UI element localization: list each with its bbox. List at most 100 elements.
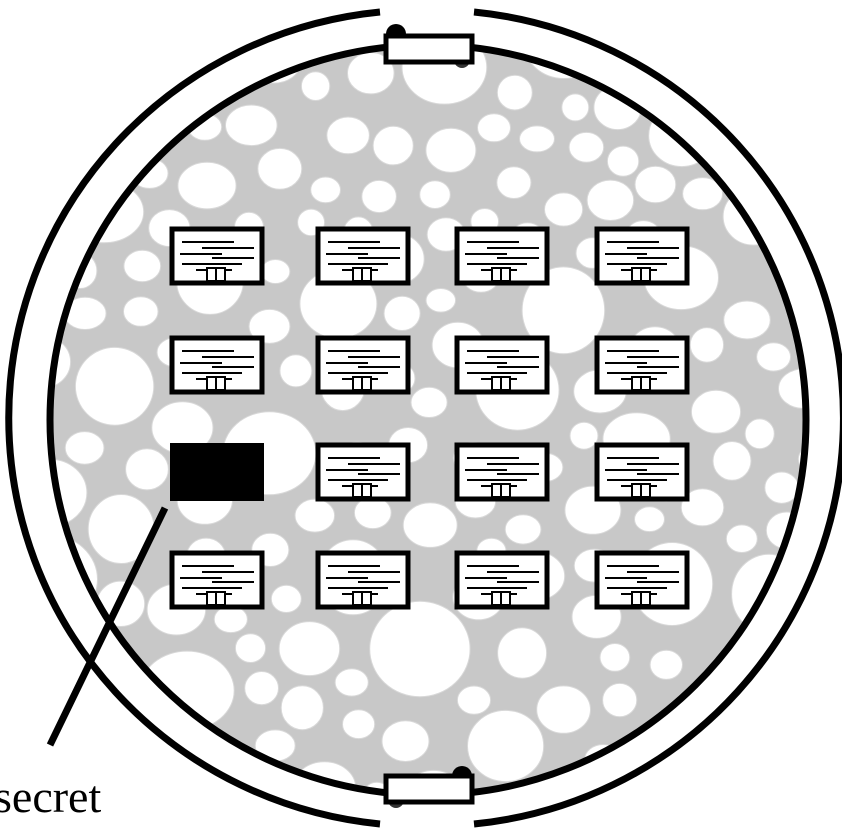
storage-cell bbox=[172, 553, 262, 607]
pebble bbox=[765, 472, 799, 503]
storage-cell bbox=[172, 338, 262, 392]
pebble bbox=[498, 628, 547, 678]
pebble bbox=[426, 289, 456, 313]
pebble bbox=[457, 686, 490, 714]
pebble bbox=[725, 766, 770, 807]
pebble bbox=[281, 686, 323, 730]
pebble bbox=[403, 503, 457, 548]
pebble bbox=[745, 419, 774, 449]
top-connector-plug bbox=[386, 36, 472, 62]
pebble bbox=[168, 793, 217, 832]
top-connector bbox=[386, 24, 472, 68]
pebble bbox=[35, 53, 65, 82]
pebble bbox=[420, 181, 451, 209]
pebble bbox=[757, 343, 791, 371]
storage-cell bbox=[597, 229, 687, 283]
storage-cell bbox=[457, 445, 547, 499]
storage-cell bbox=[597, 445, 687, 499]
pebble bbox=[713, 442, 751, 481]
storage-cell bbox=[457, 338, 547, 392]
pebble bbox=[271, 585, 301, 612]
pebble bbox=[726, 525, 757, 553]
pebble bbox=[650, 805, 682, 831]
pebble bbox=[128, 26, 160, 57]
pebble bbox=[505, 515, 541, 544]
pebble bbox=[801, 488, 832, 517]
pebble bbox=[280, 355, 312, 387]
pebble bbox=[13, 336, 70, 389]
pebble bbox=[724, 301, 771, 339]
storage-cell bbox=[318, 338, 408, 392]
pebble bbox=[311, 177, 341, 203]
pebble bbox=[650, 650, 682, 679]
pebble bbox=[370, 601, 470, 696]
storage-cell bbox=[597, 338, 687, 392]
pebble bbox=[111, 796, 141, 825]
pebble bbox=[497, 167, 531, 199]
pebble bbox=[75, 347, 153, 425]
pebble bbox=[373, 126, 413, 165]
pebble bbox=[594, 803, 635, 832]
pebble bbox=[178, 162, 236, 209]
storage-cell bbox=[318, 229, 408, 283]
pebble bbox=[688, 796, 731, 832]
secret-cell-block bbox=[172, 445, 262, 499]
pebble bbox=[25, 640, 56, 667]
pebble bbox=[570, 422, 598, 449]
pebble bbox=[258, 148, 302, 189]
pebble bbox=[295, 499, 335, 532]
pebble bbox=[691, 390, 740, 433]
pebble bbox=[775, 729, 821, 770]
pebble bbox=[603, 683, 637, 716]
pebble bbox=[587, 180, 634, 220]
secret-cell bbox=[172, 445, 262, 499]
pebble bbox=[235, 634, 265, 663]
pebble bbox=[245, 672, 279, 705]
storage-cell bbox=[597, 553, 687, 607]
pebble bbox=[607, 146, 638, 176]
pebble bbox=[790, 161, 821, 189]
pebble bbox=[362, 180, 397, 212]
pebble bbox=[112, 749, 156, 792]
pebble bbox=[261, 260, 290, 284]
pebble bbox=[124, 297, 159, 327]
pebble bbox=[520, 126, 555, 152]
storage-cell bbox=[457, 553, 547, 607]
pebble bbox=[635, 166, 676, 203]
pebble bbox=[478, 114, 511, 142]
pebble bbox=[468, 710, 544, 781]
pebble bbox=[673, 53, 704, 78]
pebble bbox=[112, 62, 142, 87]
pebble bbox=[89, 726, 120, 749]
pebble bbox=[354, 497, 391, 529]
pebble bbox=[635, 507, 665, 532]
pebble bbox=[792, 24, 837, 65]
storage-cell bbox=[318, 553, 408, 607]
pebble bbox=[327, 117, 370, 154]
pebble bbox=[690, 328, 723, 363]
pebble bbox=[411, 387, 447, 417]
pebble bbox=[343, 710, 375, 739]
pebble bbox=[301, 72, 329, 101]
pebble bbox=[226, 105, 278, 146]
pebble bbox=[537, 686, 591, 733]
pebble bbox=[65, 432, 104, 465]
pebble bbox=[562, 94, 589, 121]
pebble bbox=[66, 29, 101, 62]
secret-label: secret bbox=[0, 771, 101, 822]
pebble bbox=[600, 644, 630, 672]
pebble bbox=[797, 669, 827, 697]
pebble bbox=[214, 606, 247, 633]
pebble bbox=[382, 721, 429, 762]
pebble bbox=[335, 669, 368, 696]
pebble bbox=[124, 250, 161, 281]
pebble bbox=[569, 132, 604, 162]
storage-cell bbox=[318, 445, 408, 499]
bottom-connector-plug bbox=[386, 776, 472, 802]
pebble bbox=[801, 622, 836, 651]
pebble bbox=[497, 75, 532, 110]
pebble bbox=[426, 128, 476, 172]
pebble bbox=[384, 296, 420, 330]
pebble bbox=[279, 622, 340, 676]
